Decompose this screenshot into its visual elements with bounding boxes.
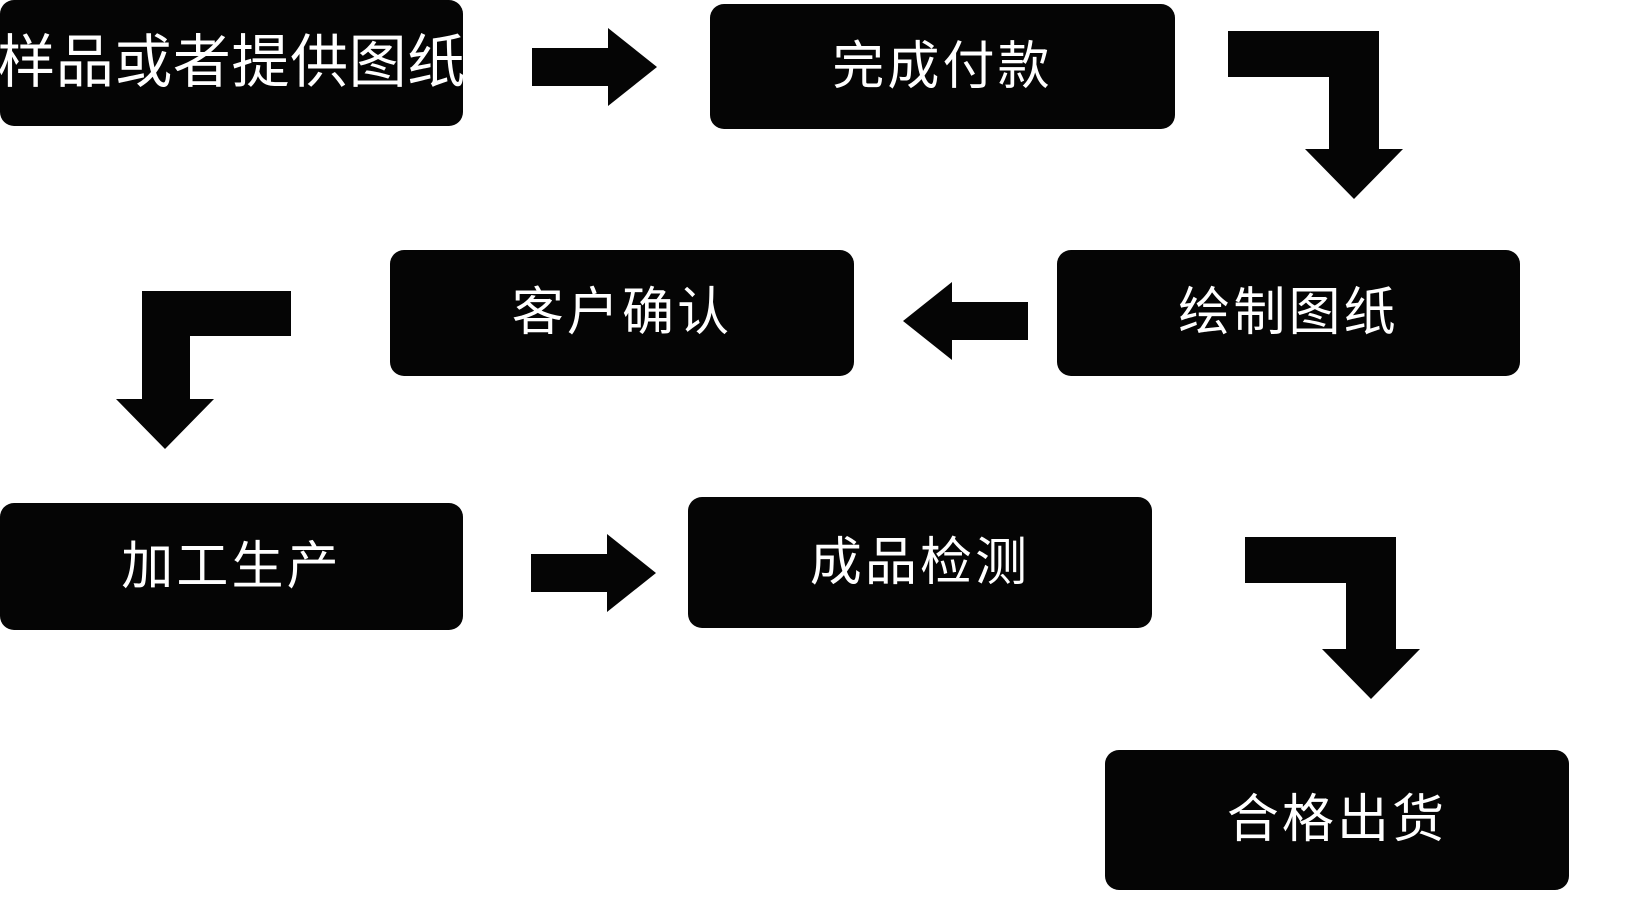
flow-node-shipment[interactable]: 合格出货 xyxy=(1105,750,1569,890)
flow-node-drawing[interactable]: 绘制图纸 xyxy=(1057,250,1520,376)
arrow-elbow-left-down-confirm-to-production-icon xyxy=(116,291,291,449)
flow-node-sample[interactable]: 样品或者提供图纸 xyxy=(0,0,466,126)
arrow-elbow-right-down-payment-to-drawing-icon xyxy=(1228,31,1403,199)
flow-node-shipment-label: 合格出货 xyxy=(1226,791,1448,849)
arrow-left-drawing-to-confirm-icon xyxy=(903,282,1028,360)
flow-node-payment-label: 完成付款 xyxy=(832,37,1053,96)
flow-node-sample-label: 样品或者提供图纸 xyxy=(0,30,466,95)
arrow-right-production-to-inspection-icon xyxy=(531,534,656,612)
flow-node-production[interactable]: 加工生产 xyxy=(0,503,463,630)
flow-node-confirm-label: 客户确认 xyxy=(511,284,733,342)
flow-node-production-label: 加工生产 xyxy=(121,537,342,596)
flow-node-inspection-label: 成品检测 xyxy=(809,533,1031,592)
arrow-elbow-right-down-inspection-to-shipment-icon xyxy=(1245,537,1420,699)
arrow-right-sample-to-payment-icon xyxy=(532,28,657,106)
flow-node-inspection[interactable]: 成品检测 xyxy=(688,497,1152,628)
flow-node-payment[interactable]: 完成付款 xyxy=(710,4,1175,129)
flow-node-confirm[interactable]: 客户确认 xyxy=(390,250,854,376)
flow-node-drawing-label: 绘制图纸 xyxy=(1178,284,1399,342)
